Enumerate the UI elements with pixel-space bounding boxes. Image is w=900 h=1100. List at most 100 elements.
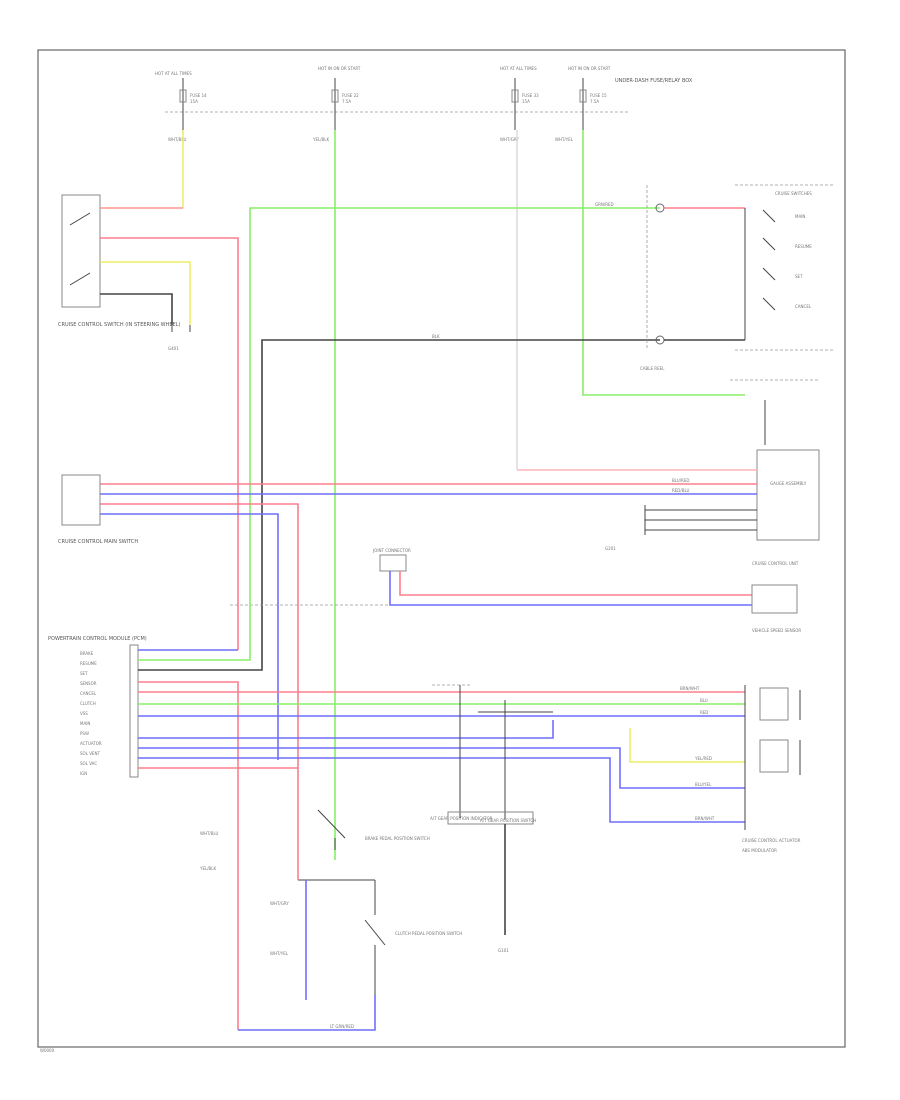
svg-text:HOT AT ALL TIMES: HOT AT ALL TIMES	[155, 71, 192, 76]
svg-text:G101: G101	[498, 948, 509, 953]
svg-text:WHT/YEL: WHT/YEL	[555, 137, 574, 142]
ground-g401: G401	[168, 325, 191, 351]
wire-label-w13: BRN/WHT	[695, 816, 715, 821]
svg-text:CRUISE CONTROL UNIT: CRUISE CONTROL UNIT	[752, 561, 799, 566]
svg-text:MAIN: MAIN	[795, 214, 805, 219]
svg-text:HOT IN ON OR START: HOT IN ON OR START	[318, 66, 361, 71]
svg-text:HOT IN ON OR START: HOT IN ON OR START	[568, 66, 611, 71]
svg-text:HOT AT ALL TIMES: HOT AT ALL TIMES	[500, 66, 537, 71]
fuse-14: HOT AT ALL TIMES FUSE 14 15A WHT/BLU	[155, 71, 207, 142]
svg-text:15A: 15A	[522, 99, 530, 104]
wire-label-w2: YEL/BLK	[199, 866, 217, 871]
cruise-main-switch: CRUISE CONTROL MAIN SWITCH	[58, 474, 138, 545]
cruise-control-switch: CRUISE CONTROL SWITCH (IN STEERING WHEEL…	[58, 194, 180, 328]
at-gear-position-switch: A/T GEAR POSITION INDICATOR A/T GEAR POS…	[430, 684, 553, 825]
svg-text:RESUME: RESUME	[795, 244, 812, 249]
svg-text:JOINT CONNECTOR: JOINT CONNECTOR	[372, 548, 411, 553]
svg-text:PSW: PSW	[80, 731, 89, 736]
fuse-panel-label: UNDER-DASH FUSE/RELAY BOX	[615, 78, 693, 84]
svg-text:FUSE 22: FUSE 22	[342, 93, 359, 98]
svg-text:CRUISE SWITCHES: CRUISE SWITCHES	[775, 191, 812, 196]
svg-text:A/T GEAR POSITION SWITCH: A/T GEAR POSITION SWITCH	[480, 818, 536, 823]
fuse-15: HOT IN ON OR START FUSE 15 7.5A WHT/YEL	[555, 66, 611, 142]
svg-text:BRAKE PEDAL POSITION SWITCH: BRAKE PEDAL POSITION SWITCH	[365, 836, 430, 841]
svg-text:MAIN: MAIN	[80, 721, 90, 726]
svg-text:SET: SET	[80, 671, 88, 676]
svg-text:SET: SET	[795, 274, 803, 279]
wire-pcm-black-1	[138, 620, 263, 671]
svg-text:RESUME: RESUME	[80, 661, 97, 666]
wire-switch-red-b	[100, 237, 239, 650]
svg-text:IGN: IGN	[80, 771, 87, 776]
svg-text:CLUTCH PEDAL POSITION SWITCH: CLUTCH PEDAL POSITION SWITCH	[395, 931, 462, 936]
wire-bottom-loop	[238, 995, 376, 1031]
svg-text:GAUGE ASSEMBLY: GAUGE ASSEMBLY	[770, 481, 807, 486]
fuse-33: HOT AT ALL TIMES FUSE 33 15A WHT/GRY	[500, 66, 539, 142]
cruise-actuator: CRUISE CONTROL ACTUATOR ABS MODULATOR	[742, 685, 801, 853]
cruise-switch-group: CRUISE SWITCHES MAIN RESUME SET CANCEL	[735, 184, 835, 351]
svg-text:7.5A: 7.5A	[590, 99, 599, 104]
wire-label-w11: RED	[700, 710, 708, 715]
svg-text:A/T GEAR POSITION INDICATOR: A/T GEAR POSITION INDICATOR	[430, 816, 493, 821]
svg-text:ACTUATOR: ACTUATOR	[80, 741, 102, 746]
svg-text:15A: 15A	[190, 99, 198, 104]
gauge-assembly: GAUGE ASSEMBLY CRUISE CONTROL UNIT	[730, 379, 820, 566]
fuse-22: HOT IN ON OR START FUSE 22 7.5A YEL/BLK	[312, 66, 361, 142]
svg-text:WHT/BLU: WHT/BLU	[168, 137, 187, 142]
wire-switch-yellow	[100, 261, 191, 325]
svg-text:FUSE 14: FUSE 14	[190, 93, 207, 98]
joint-connector: JOINT CONNECTOR	[372, 548, 411, 572]
svg-text:BRAKE: BRAKE	[80, 651, 94, 656]
wire-vss-blue	[389, 571, 752, 606]
svg-text:VEHICLE SPEED SENSOR: VEHICLE SPEED SENSOR	[752, 628, 801, 633]
wire-pcm-yellow	[629, 728, 745, 763]
wire-label-w6: LT GRN/RED	[330, 1024, 354, 1029]
wire-pcm-green-1	[138, 530, 251, 661]
svg-text:SENSOR: SENSOR	[80, 681, 97, 686]
wire-label-w4: WHT/YEL	[270, 951, 289, 956]
wire-label-w12: BLK	[432, 334, 440, 339]
svg-text:POWERTRAIN CONTROL MODULE (PCM: POWERTRAIN CONTROL MODULE (PCM)	[48, 636, 147, 642]
wire-label-w3: WHT/GRY	[270, 901, 289, 906]
ground-g201: G201	[605, 505, 757, 551]
wire-label-w7: BLU/RED	[672, 478, 689, 483]
svg-text:CRUISE CONTROL SWITCH (IN STEE: CRUISE CONTROL SWITCH (IN STEERING WHEEL…	[58, 322, 180, 328]
svg-text:CLUTCH: CLUTCH	[80, 701, 96, 706]
svg-text:CABLE REEL: CABLE REEL	[640, 366, 665, 371]
clutch-pedal-switch: CLUTCH PEDAL POSITION SWITCH	[298, 879, 462, 995]
svg-text:7.5A: 7.5A	[342, 99, 351, 104]
wire-label-w10: BLU	[700, 698, 708, 703]
brake-pedal-switch: BRAKE PEDAL POSITION SWITCH	[317, 809, 430, 850]
vehicle-speed-sensor: VEHICLE SPEED SENSOR	[751, 584, 801, 633]
wire-pcm-blue-3	[138, 720, 554, 739]
wire-vss-red	[399, 571, 752, 596]
svg-text:YEL/BLK: YEL/BLK	[312, 137, 330, 142]
wire-label-w5: GRN/RED	[595, 202, 614, 207]
svg-text:FUSE 15: FUSE 15	[590, 93, 607, 98]
svg-text:CANCEL: CANCEL	[80, 691, 97, 696]
svg-text:SOL VAC: SOL VAC	[80, 761, 97, 766]
svg-text:WHT/GRY: WHT/GRY	[500, 137, 519, 142]
wire-harness-red2	[100, 503, 299, 770]
page-code: W0000	[40, 1048, 55, 1053]
svg-text:VSS: VSS	[80, 711, 88, 716]
ground-g101: G101	[498, 948, 509, 953]
wire-harness-blue2	[100, 513, 279, 760]
svg-text:G201: G201	[605, 546, 616, 551]
cable-reel: CABLE REEL	[640, 185, 665, 371]
svg-text:ABS MODULATOR: ABS MODULATOR	[742, 848, 777, 853]
wire-label-w14: BLU/YEL	[695, 782, 712, 787]
wire-label-w15: YEL/RED	[694, 756, 712, 761]
wire-pcm-blue-4	[138, 747, 745, 789]
svg-text:CANCEL: CANCEL	[795, 304, 812, 309]
pcm: POWERTRAIN CONTROL MODULE (PCM) BRAKE RE…	[48, 636, 147, 778]
svg-text:CRUISE CONTROL ACTUATOR: CRUISE CONTROL ACTUATOR	[742, 838, 801, 843]
svg-text:FUSE 33: FUSE 33	[522, 93, 539, 98]
wire-label-w8: RED/BLU	[672, 488, 690, 493]
wire-green-top-bus	[249, 207, 660, 530]
wire-label-w9: BRN/WHT	[680, 686, 700, 691]
wire-fuse15-green	[582, 130, 745, 396]
svg-text:SOL VENT: SOL VENT	[80, 751, 100, 756]
wire-black-mid-bus	[261, 339, 660, 620]
